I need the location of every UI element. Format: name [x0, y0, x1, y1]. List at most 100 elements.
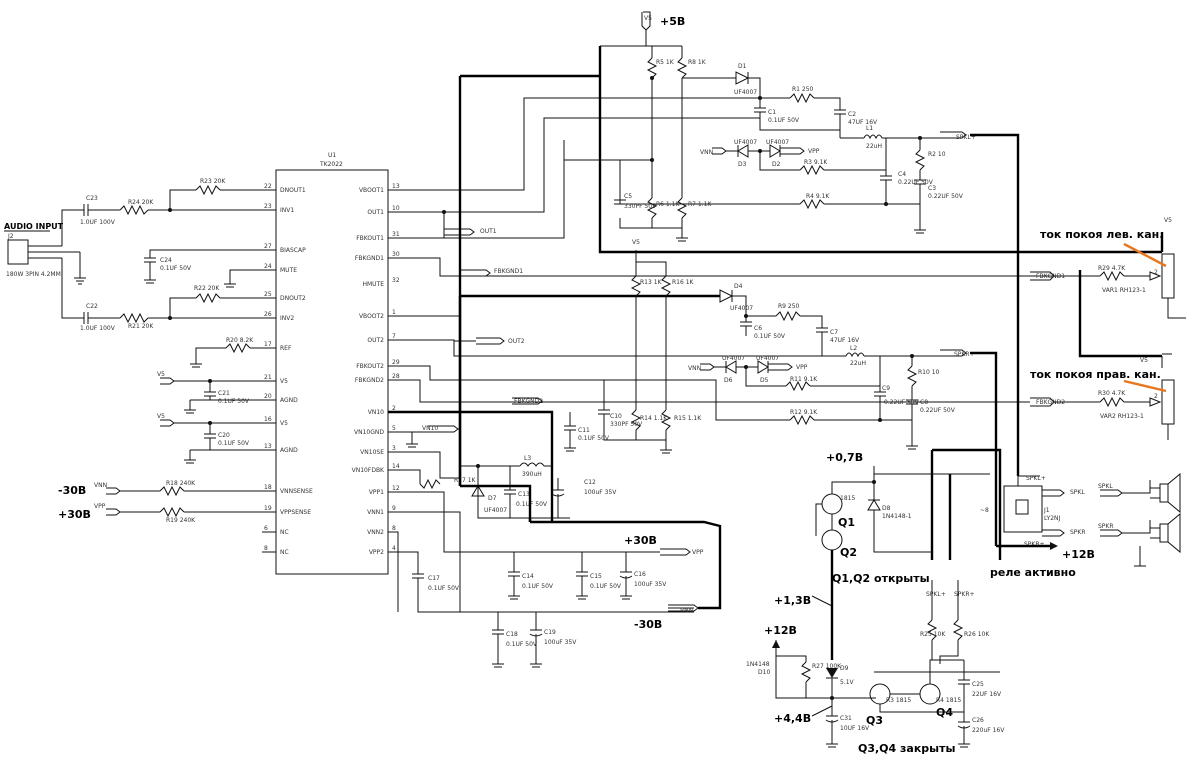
ic-right-pin-num: 7	[392, 333, 396, 340]
var1-label: VAR1 RH123-1	[1102, 287, 1146, 294]
fbkgnd2-net: FBKGND2	[514, 398, 543, 405]
r13-label: R13 1K	[640, 279, 663, 286]
quiescent-right-label: ток покоя прав. кан.	[1030, 368, 1161, 381]
v12-low-label: +12В	[764, 624, 797, 637]
ic-left-pin-num: 17	[264, 341, 272, 348]
c11-value: 0.1UF 50V	[578, 435, 610, 442]
ic-left-pin-num: 8	[264, 545, 268, 552]
d1-value: UF4007	[734, 89, 757, 96]
ic-part: TK2022	[319, 161, 343, 168]
svg-text:2: 2	[1154, 393, 1158, 400]
v5-net-1: V5	[157, 371, 165, 378]
c26-value: 220uF 16V	[972, 727, 1005, 734]
r27-label: R27 100K	[812, 663, 842, 670]
ic-right-pins: 13VBOOT110OUT131FBKOUT130FBKGND132HMUTE1…	[352, 183, 400, 556]
c24-label: C24	[160, 257, 172, 264]
ic-right-pin-name: VBOOT1	[359, 187, 384, 194]
c2-value: 47UF 16V	[848, 119, 878, 126]
l2-value: 22uH	[850, 360, 866, 367]
l2-label: L2	[850, 345, 857, 352]
spkl-q-net: SPKL+	[926, 591, 946, 598]
audio-input-connector: AUDIO INPUT J2 180W 3PIN 4.2MM	[4, 209, 86, 319]
c1-value: 0.1UF 50V	[768, 117, 800, 124]
v5-net-2: V5	[157, 413, 165, 420]
c17-label: C17	[428, 575, 440, 582]
ic-left-pin-num: 18	[264, 484, 272, 491]
ic-left-pin-name: V5	[280, 378, 288, 385]
r20-label: R20 8.2K	[226, 337, 254, 344]
d7-label: D7	[488, 495, 497, 502]
ic-right-pin-name: OUT2	[367, 337, 384, 344]
r18-label: R18 240K	[166, 480, 196, 487]
vn10-net: VN10	[422, 425, 438, 432]
d4-label: D4	[734, 283, 743, 290]
l1-value: 22uH	[866, 143, 882, 150]
c12-label: C12	[584, 479, 596, 486]
relay-active-label: реле активно	[990, 566, 1076, 579]
ic-left-pin-name: DNOUT2	[280, 295, 306, 302]
c26-label: C26	[972, 717, 984, 724]
l3-label: L3	[524, 455, 531, 462]
ic-right-pin-name: VN10SE	[360, 449, 384, 456]
j2-label: J2	[7, 233, 14, 240]
q1-label: Q1	[838, 516, 855, 529]
ic-right-pin-name: VN10	[368, 409, 384, 416]
ic-left-pin-name: AGND	[280, 397, 298, 404]
ic-right-pin-name: VN10GND	[354, 429, 384, 436]
ic-left-pin-num: 6	[264, 525, 268, 532]
r25-label: R25 10K	[920, 631, 946, 638]
ic-left-pin-num: 21	[264, 374, 272, 381]
r22-label: R22 20K	[194, 285, 220, 292]
c3-value: 0.22UF 50V	[928, 193, 964, 200]
vnn-net-bottom: VNN	[680, 607, 693, 614]
r6-label: R6 1.1K	[656, 201, 680, 208]
ic-right-pin-num: 30	[392, 251, 400, 258]
ic-right-pin-name: OUT1	[367, 209, 384, 216]
c19-value: 100uF 35V	[544, 639, 577, 646]
ic-right-pin-name: FBKGND2	[355, 377, 384, 384]
ic-right-pin-name: FBKGND1	[355, 255, 384, 262]
c5-value: 330PF 50V	[624, 203, 657, 210]
r30-label: R30 4.7K	[1098, 390, 1126, 397]
ic-left-pin-num: 20	[264, 393, 272, 400]
j1-value: LY2NJ	[1044, 515, 1061, 522]
c31-label: C31	[840, 715, 852, 722]
c15-label: C15	[590, 573, 602, 580]
c2-label: C2	[848, 111, 856, 118]
c31-value: 10UF 16V	[840, 725, 870, 732]
spkl-plus-net: SPKL+	[956, 134, 976, 141]
c13-value: 0.1UF 50V	[516, 501, 548, 508]
ic-right-pin-name: VBOOT2	[359, 313, 384, 320]
r15-label: R15 1.1K	[674, 415, 702, 422]
ic-right-pin-name: FBKOUT2	[356, 363, 384, 370]
ic-left-pin-name: REF	[280, 345, 292, 352]
r7-label: R7 1.1K	[688, 201, 712, 208]
ic-left-pin-name: BIASCAP	[280, 247, 306, 254]
spkl-a-net: SPKL+	[1026, 475, 1046, 482]
d7-value: UF4007	[484, 507, 507, 514]
spkr-b-net: SPKR	[1070, 529, 1086, 536]
v5-net-mid: V5	[632, 239, 640, 246]
r16-label: R16 1K	[672, 279, 695, 286]
c4-label: C4	[898, 171, 906, 178]
v12-relay-label: +12В	[1062, 548, 1095, 561]
ic-right-pin-name: VPP2	[369, 549, 384, 556]
var2-label: VAR2 RH123-1	[1100, 413, 1144, 420]
ic-left-pin-num: 25	[264, 291, 272, 298]
c18-label: C18	[506, 631, 518, 638]
c25-value: 22UF 16V	[972, 691, 1002, 698]
r2-label: R2 10	[928, 151, 946, 158]
ic-right-pin-num: 8	[392, 525, 396, 532]
q34-closed-label: Q3,Q4 закрыты	[858, 742, 955, 755]
out1-net: OUT1	[480, 228, 497, 235]
spkl-b-net: SPKL	[1070, 489, 1085, 496]
ic-right-pin-num: 13	[392, 183, 400, 190]
c16-value: 100uF 35V	[634, 581, 667, 588]
d5-label: D5	[760, 377, 769, 384]
r17-label: R17 1K	[454, 477, 477, 484]
r5-label: R5 1K	[656, 59, 675, 66]
c24-value: 0.1UF 50V	[160, 265, 192, 272]
c20-label: C20	[218, 432, 230, 439]
v44-label: +4,4В	[774, 712, 811, 725]
ic-right-pin-name: VN10FDBK	[352, 467, 385, 474]
